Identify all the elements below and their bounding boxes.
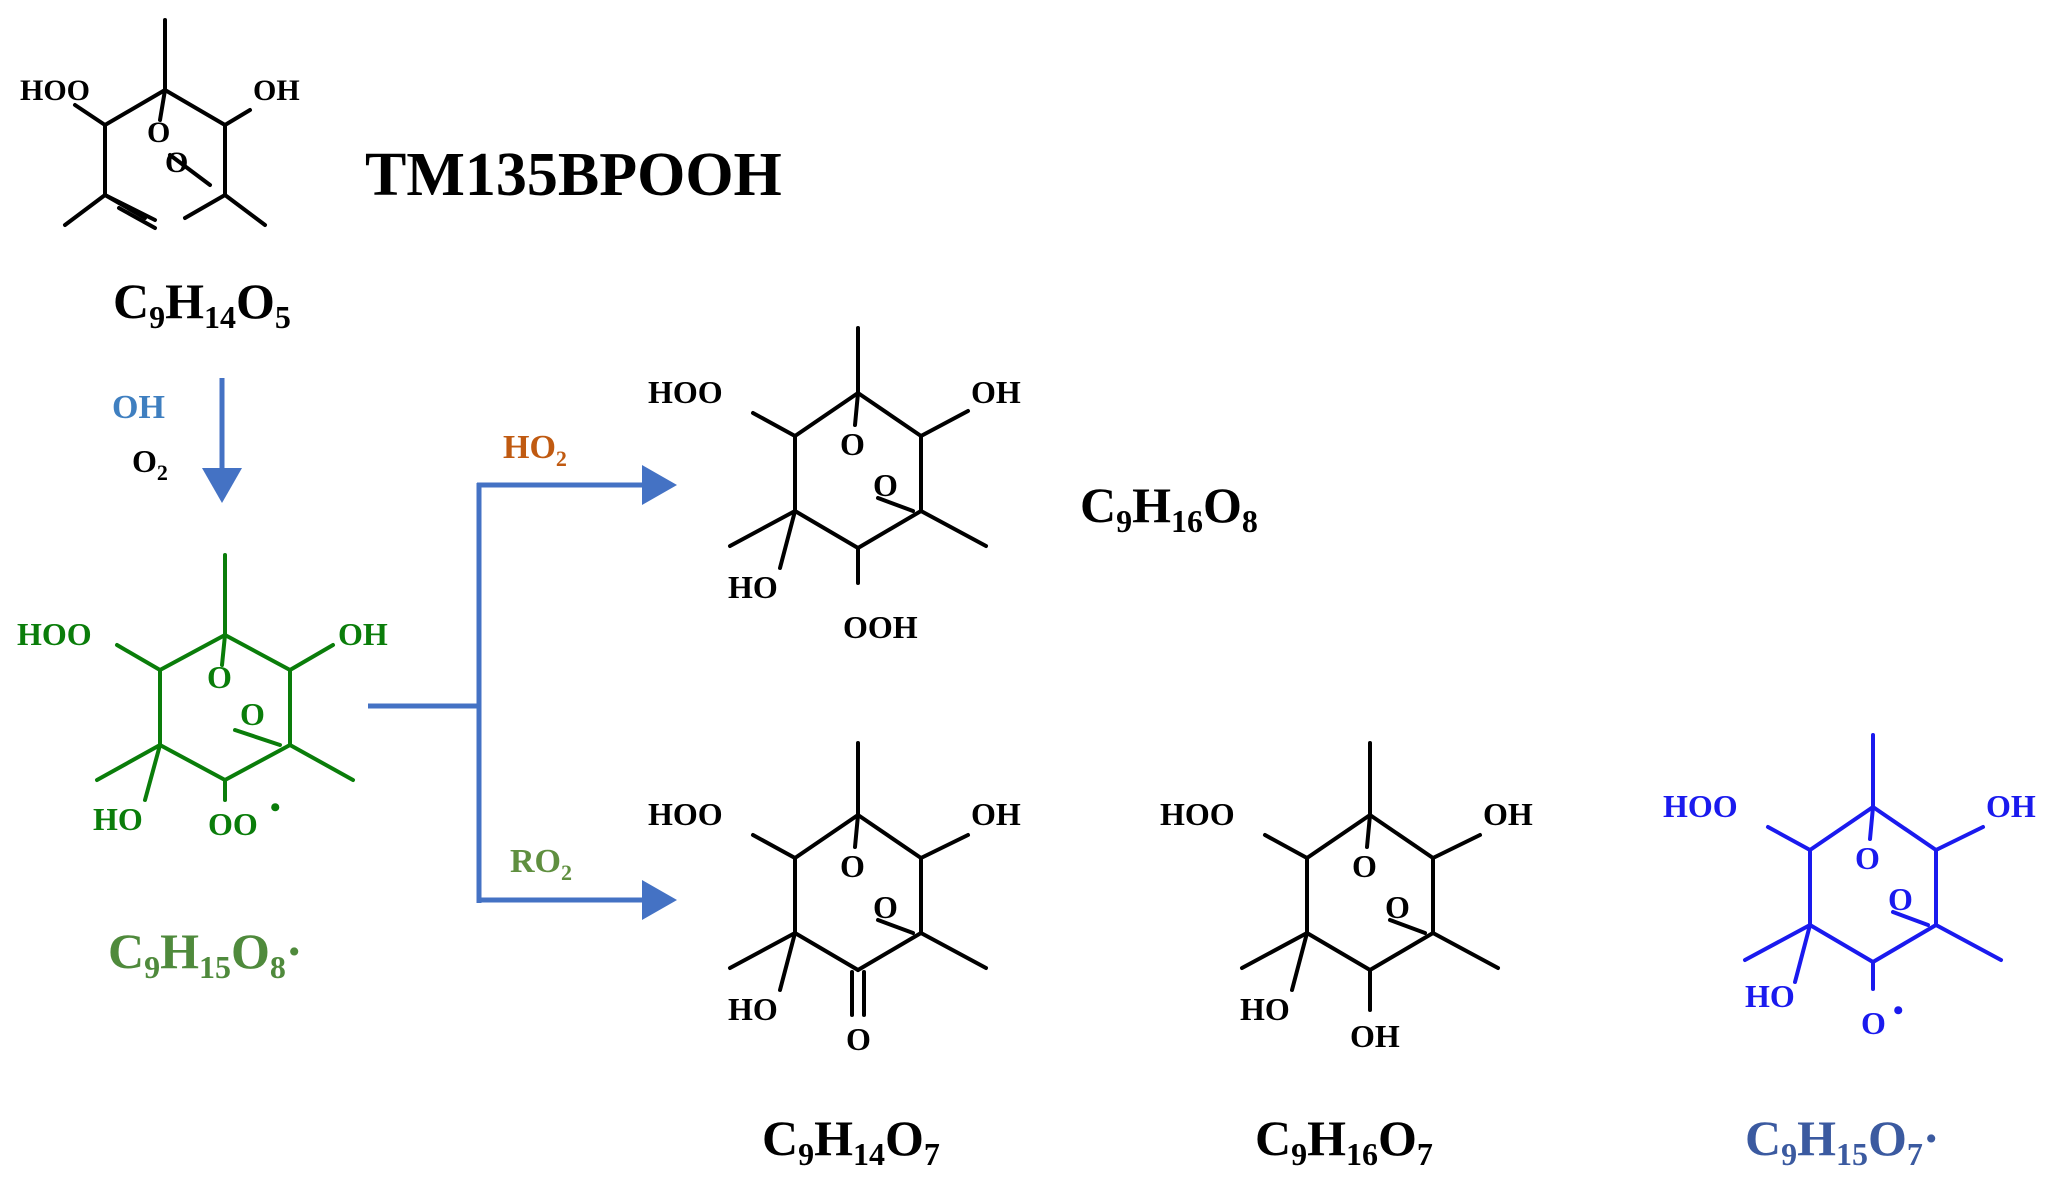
parent-oh-label: OH	[253, 74, 300, 107]
parent-ring-o2: O	[165, 146, 188, 179]
alkoxy-ring-o1: O	[1855, 840, 1880, 876]
hydroperoxide-oh-label: OH	[971, 374, 1021, 410]
hydroperoxide-molecule: HOO OH O O HO OOH	[648, 326, 1021, 645]
alkoxy-o-label: O	[1861, 1005, 1886, 1041]
parent-hoo-label: HOO	[20, 74, 90, 107]
parent-molecule: HOO OH O O	[20, 18, 300, 230]
alcohol-oh-label: OH	[1483, 796, 1533, 832]
hydroperoxide-ooh-label: OOH	[843, 609, 918, 645]
ho2-reagent-label: HO2	[503, 429, 567, 471]
branch-arrows	[368, 465, 677, 920]
oh-reagent-label: OH	[112, 389, 165, 426]
parent-ring-o1: O	[147, 116, 170, 149]
hydroperoxide-ring-o2: O	[873, 467, 898, 503]
parent-formula: C9H14O5	[113, 273, 291, 335]
peroxy-ring-o2: O	[240, 696, 265, 732]
peroxy-ring-o1: O	[207, 659, 232, 695]
carbonyl-ho-label: HO	[728, 991, 778, 1027]
parent-name-label: TM135BPOOH	[365, 141, 782, 209]
alcohol-oh2-label: OH	[1350, 1018, 1400, 1054]
o2-reagent-label: O2	[132, 443, 168, 485]
peroxy-oh-label: OH	[338, 616, 388, 652]
alcohol-hoo-label: HOO	[1160, 796, 1235, 832]
alcohol-ho-label: HO	[1240, 991, 1290, 1027]
ro2-reagent-label: RO2	[510, 843, 572, 885]
peroxy-radical-formula: C9H15O8·	[108, 923, 303, 985]
peroxy-ho-label: HO	[93, 801, 143, 837]
carbonyl-hoo-label: HOO	[648, 796, 723, 832]
hydroperoxide-hoo-label: HOO	[648, 374, 723, 410]
alcohol-ring-o1: O	[1352, 848, 1377, 884]
alcohol-formula: C9H16O7	[1255, 1110, 1433, 1172]
carbonyl-ring-o1: O	[840, 848, 865, 884]
alkoxy-oh-label: OH	[1986, 788, 2036, 824]
carbonyl-oh-label: OH	[971, 796, 1021, 832]
peroxy-oo-label: OO	[208, 806, 258, 842]
peroxy-hoo-label: HOO	[17, 616, 92, 652]
peroxy-radical-molecule: HOO OH O O HO OO •	[17, 553, 388, 842]
alkoxy-radical-dot: •	[1893, 994, 1904, 1027]
carbonyl-formula: C9H14O7	[762, 1110, 940, 1172]
alcohol-molecule: HOO OH O O HO OH	[1160, 741, 1533, 1054]
alkoxy-ring-o2: O	[1888, 881, 1913, 917]
hydroperoxide-ho-label: HO	[728, 569, 778, 605]
peroxy-radical-dot: •	[270, 791, 281, 824]
carbonyl-o-label: O	[846, 1021, 871, 1057]
carbonyl-ring-o2: O	[873, 889, 898, 925]
alkoxy-hoo-label: HOO	[1663, 788, 1738, 824]
alkoxy-radical-molecule: HOO OH O O HO O •	[1663, 733, 2036, 1041]
carbonyl-molecule: HOO OH O O HO O	[648, 741, 1021, 1057]
alkoxy-ho-label: HO	[1745, 978, 1795, 1014]
alcohol-ring-o2: O	[1385, 889, 1410, 925]
hydroperoxide-ring-o1: O	[840, 426, 865, 462]
alkoxy-radical-formula: C9H15O7·	[1745, 1110, 1940, 1172]
hydroperoxide-formula: C9H16O8	[1080, 477, 1258, 539]
